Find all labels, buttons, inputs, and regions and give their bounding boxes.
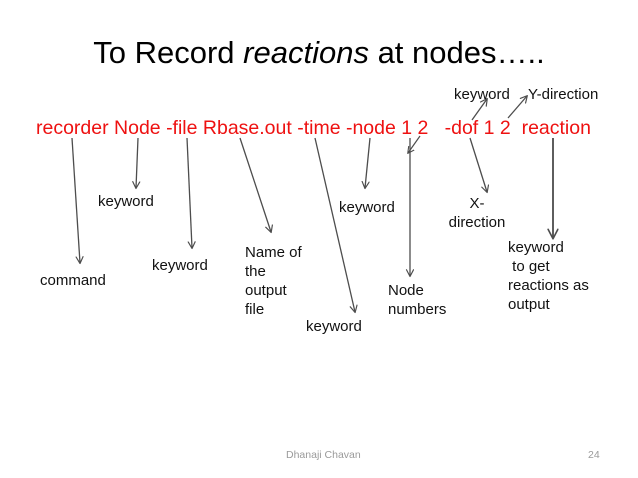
label-command: command: [40, 272, 106, 289]
label-keyword-reaction: keyword to get reactions as output: [508, 239, 589, 313]
label-node-numbers: Node numbers: [388, 282, 447, 318]
label-x-direction: X- direction: [448, 195, 506, 231]
label-keyword-node: keyword: [152, 257, 208, 274]
command-line-text: recorder Node -file Rbase.out -time -nod…: [36, 117, 591, 139]
footer-author: Dhanaji Chavan: [286, 449, 361, 461]
arrow-keyword-file: [186, 137, 192, 248]
arrow-keyword-nodekw: [365, 137, 371, 188]
label-keyword-time-top: keyword: [98, 193, 154, 210]
footer-page-number: 24: [588, 449, 600, 461]
label-keyword-dof: keyword: [454, 86, 510, 103]
arrow-output-file: [239, 137, 271, 232]
label-name-of-output-file: Name of the output file: [245, 244, 302, 318]
arrow-x-direction: [469, 137, 487, 192]
page-title: To Record reactions at nodes…..: [0, 33, 638, 73]
arrow-command: [71, 137, 80, 263]
label-y-direction: Y-direction: [528, 86, 599, 103]
arrow-keyword-time: [314, 137, 355, 312]
title-prefix: To Record: [93, 35, 244, 70]
label-keyword-node-kw: keyword: [339, 199, 395, 216]
arrow-y-direction: [507, 96, 527, 119]
label-keyword-file: keyword: [306, 318, 362, 335]
title-suffix: at nodes…..: [368, 35, 545, 70]
title-italic-word: reactions: [243, 35, 369, 70]
arrow-keyword-node: [136, 137, 138, 188]
